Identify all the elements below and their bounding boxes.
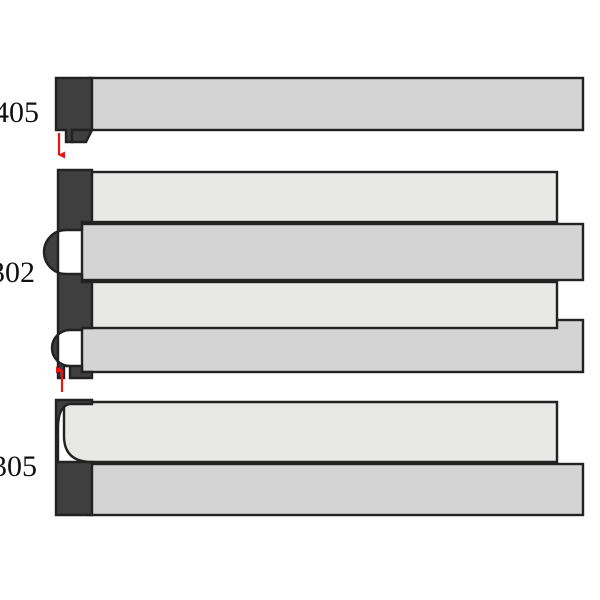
rail-405-tail (70, 128, 94, 144)
bar-1305-1 (62, 400, 559, 464)
label-1305: 305 (0, 450, 37, 483)
bar-1302-1 (62, 170, 559, 224)
component-405-group (54, 76, 585, 144)
bar-1302-2 (80, 222, 585, 282)
reference-labels-group: 405 302 305 (0, 96, 39, 483)
rail-1302 (42, 168, 94, 380)
rail-405 (54, 76, 94, 144)
component-1305-group (54, 398, 585, 517)
bar-1302-3 (62, 280, 559, 330)
label-405: 405 (0, 96, 39, 129)
component-1302-group (42, 168, 585, 380)
assembly-arrows-group (56, 133, 65, 392)
bar-1305-2 (86, 462, 585, 517)
bar-405-1 (86, 76, 585, 132)
rail-1305 (54, 398, 94, 517)
label-1302: 302 (0, 256, 35, 289)
